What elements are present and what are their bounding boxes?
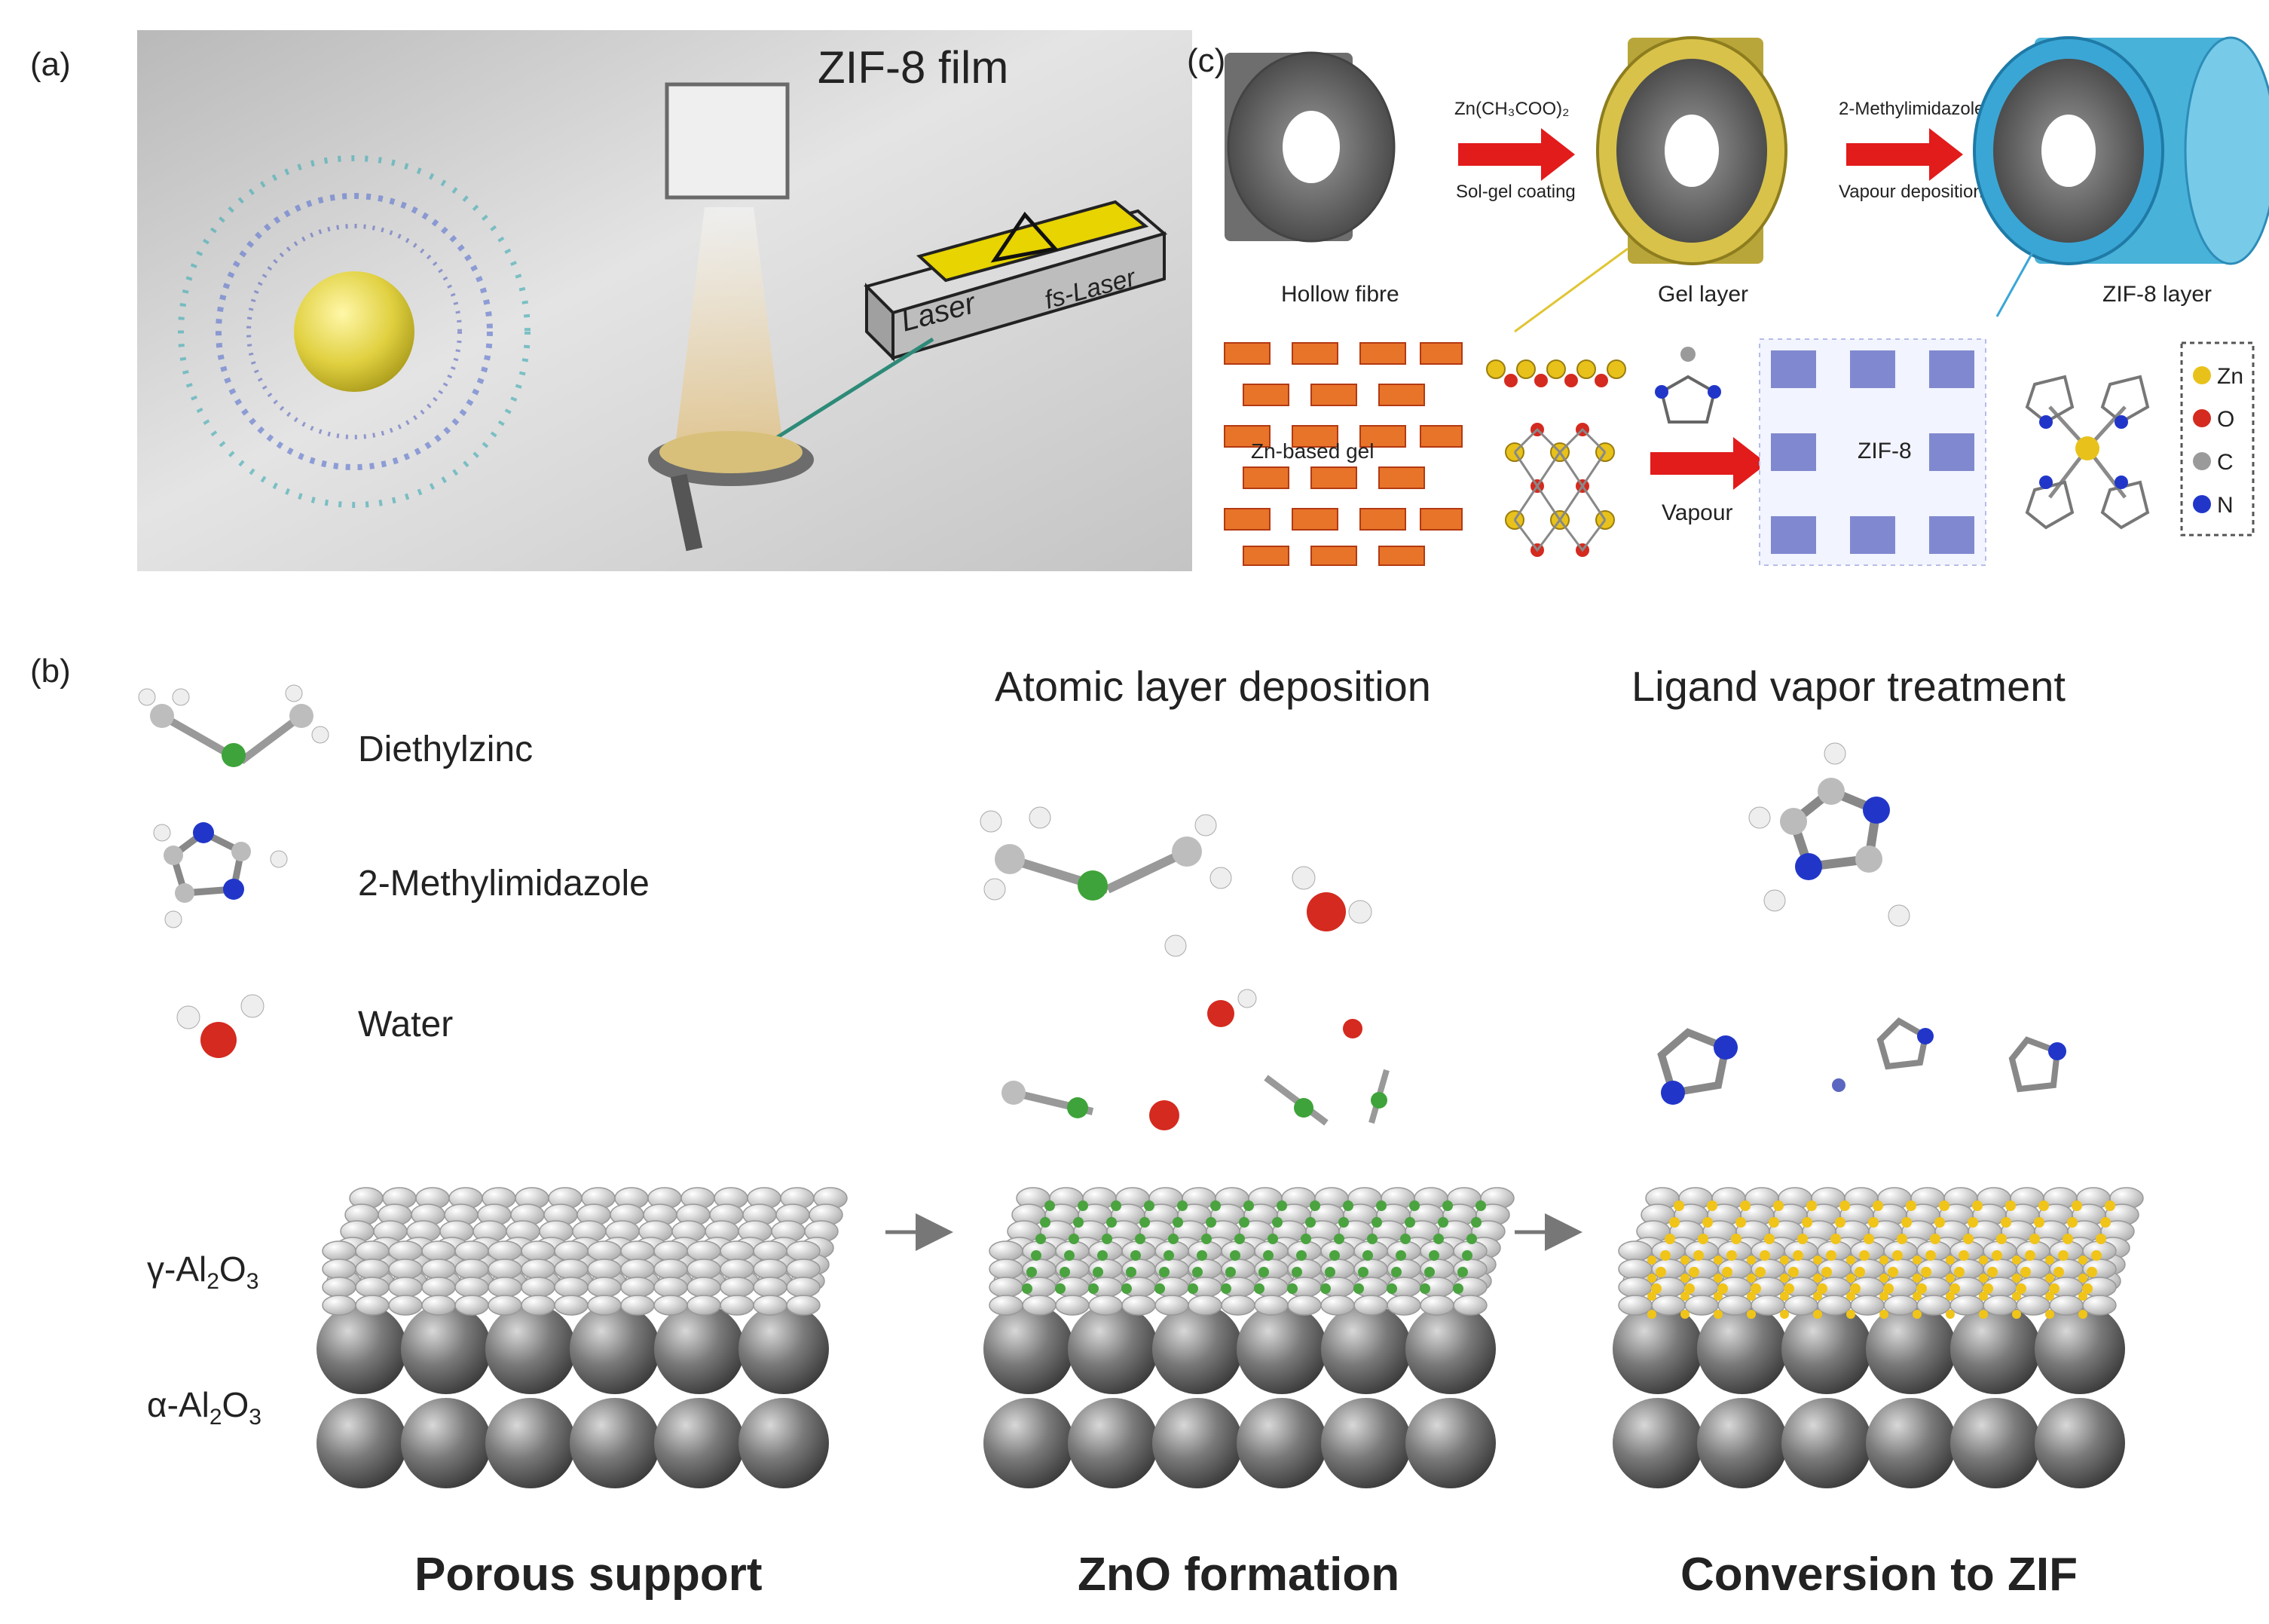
- water-icon: [176, 994, 265, 1058]
- arrow2-top-label: 2-Methylimidazole: [1839, 99, 1984, 119]
- plume: [674, 207, 784, 452]
- caption-porous-support: Porous support: [414, 1549, 763, 1601]
- laser-beam: [752, 337, 934, 454]
- arrow1-bottom-label: Sol-gel coating: [1456, 182, 1576, 202]
- zn-gel-structure: Zn-based gel: [1217, 335, 1466, 569]
- porous-support-block: [316, 1187, 848, 1488]
- alpha-o-text: O: [222, 1385, 249, 1424]
- alpha-sub3: 3: [249, 1405, 261, 1430]
- legend-n-dot: [2193, 495, 2211, 513]
- panel-a: ZIF-8 film Laser fs-Laser: [137, 30, 1192, 571]
- legend-o-dot: [2193, 409, 2211, 427]
- vapour-label: Vapour: [1662, 500, 1733, 525]
- gel-layer-tube: [1596, 36, 1787, 265]
- panel-a-title: ZIF-8 film: [818, 42, 1008, 93]
- zif8-framework-illustration: [178, 155, 531, 508]
- legend-diethylzinc: Diethylzinc: [358, 729, 533, 769]
- panel-b: Diethylzinc 2-Methylimidazole Water γ-Al…: [138, 662, 2144, 1601]
- zif8-framework-lattice: ZIF-8: [1759, 338, 1986, 566]
- panel-c-label: (c): [1187, 42, 1225, 79]
- zn-coordination-node: [2025, 375, 2150, 530]
- legend-zn-dot: [2193, 366, 2211, 384]
- caption-conversion-zif: Conversion to ZIF: [1680, 1549, 2078, 1601]
- zif8-lattice-label: ZIF-8: [1858, 439, 1912, 463]
- zn-gel-label: Zn-based gel: [1251, 439, 1374, 463]
- gamma-alumina-label: γ-Al2O3: [147, 1249, 258, 1294]
- methylimidazole-icon: [153, 822, 288, 928]
- gamma-o-text: O: [219, 1249, 246, 1289]
- alpha-al-text: α-Al: [147, 1385, 209, 1424]
- gel-connector-line: [1514, 247, 1628, 333]
- hollow-fibre-tube: [1225, 51, 1396, 243]
- zif8-layer-tube: [1973, 36, 2269, 265]
- laser-warning-sign: [916, 200, 1149, 283]
- step3-title: Ligand vapor treatment: [1631, 662, 2066, 710]
- tube2-label: Gel layer: [1658, 282, 1748, 307]
- legend-o-label: O: [2217, 407, 2234, 432]
- vapour-arrow: [1650, 437, 1767, 490]
- ligand-molecules: [1657, 742, 2066, 1105]
- step2-title: Atomic layer deposition: [995, 662, 1431, 710]
- legend-c-label: C: [2217, 450, 2234, 475]
- panel-b-label: (b): [30, 653, 71, 690]
- red-arrow-2: [1846, 128, 1963, 181]
- zn-o-crystal: [1486, 359, 1626, 557]
- legend-zn-label: Zn: [2217, 364, 2243, 389]
- substrate-holder: [648, 431, 814, 552]
- panel-a-label: (a): [30, 46, 71, 83]
- ald-precursor-molecules: [980, 806, 1390, 1130]
- legend-n-label: N: [2217, 493, 2234, 518]
- laser-box: Laser fs-Laser: [864, 200, 1168, 362]
- gold-nanoparticle: [294, 271, 414, 392]
- red-arrow-1: [1458, 128, 1575, 181]
- element-legend: Zn O C N: [2180, 341, 2255, 537]
- zno-formation-block: [983, 1187, 1515, 1488]
- gamma-sub3: 3: [246, 1269, 259, 1294]
- arrow1-top-label: Zn(CH₃COO)₂: [1454, 99, 1569, 119]
- alpha-alumina-label: α-Al2O3: [147, 1385, 261, 1430]
- legend-water: Water: [358, 1005, 453, 1044]
- imidazole-ligand-small: [1655, 347, 1721, 424]
- panel-c: Hollow fibre Zn(CH₃COO)₂ Sol-gel coating…: [1217, 36, 2269, 569]
- legend-methylimidazole: 2-Methylimidazole: [358, 864, 650, 904]
- tube3-label: ZIF-8 layer: [2102, 282, 2212, 307]
- tube1-label: Hollow fibre: [1281, 282, 1399, 307]
- gamma-al-text: γ-Al: [147, 1249, 206, 1289]
- caption-zno-formation: ZnO formation: [1078, 1549, 1399, 1601]
- diethylzinc-icon: [138, 684, 329, 767]
- zif-connector-line: [1995, 248, 2036, 317]
- alpha-sub2: 2: [209, 1405, 222, 1430]
- gamma-sub2: 2: [206, 1269, 219, 1294]
- legend-c-dot: [2193, 452, 2211, 470]
- zif8-film-square: [665, 82, 790, 200]
- arrow2-bottom-label: Vapour deposition: [1839, 182, 1983, 202]
- zif-conversion-block: [1613, 1187, 2144, 1488]
